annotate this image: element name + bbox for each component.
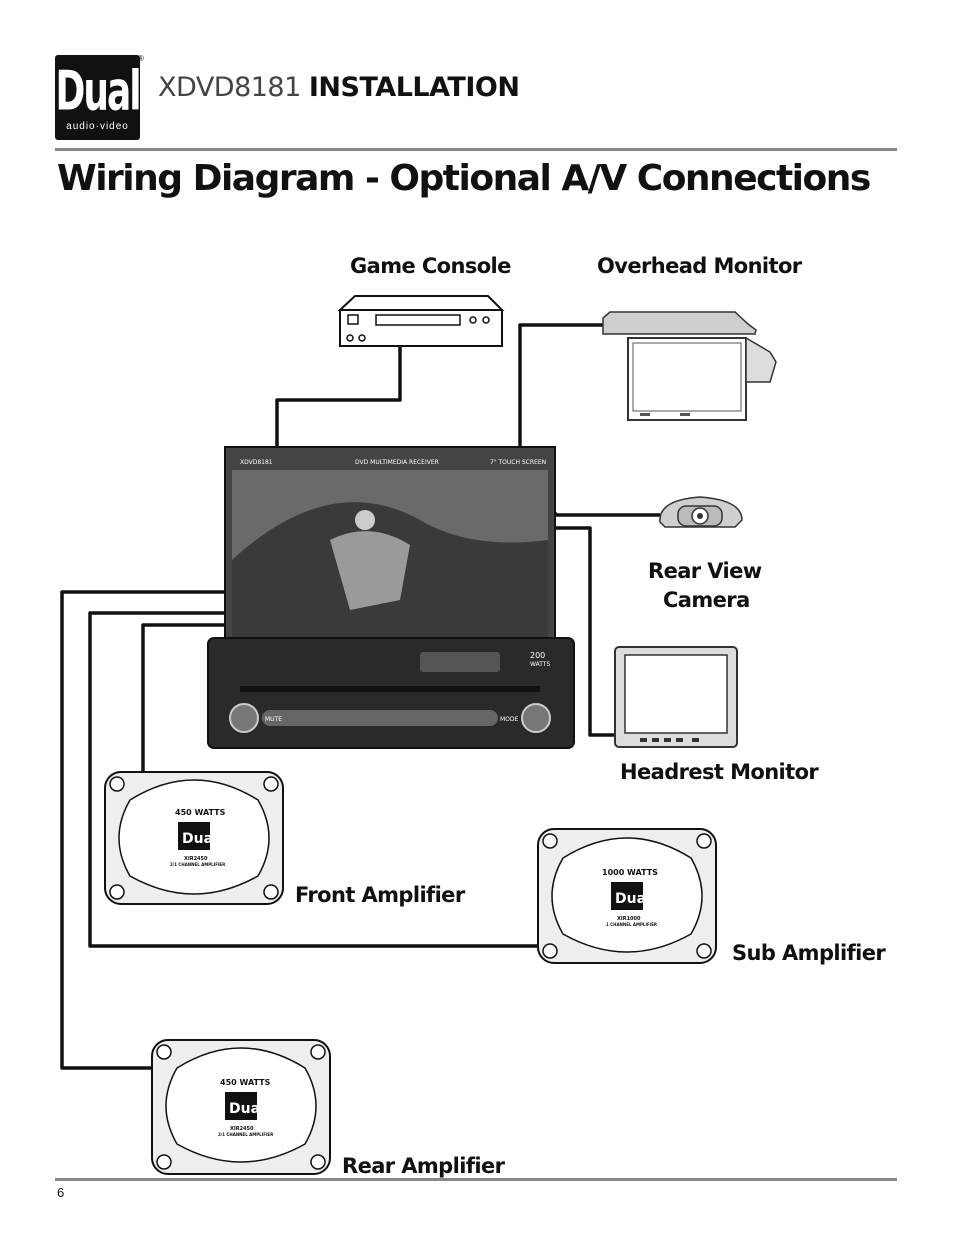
wire-rear-camera [553, 512, 660, 517]
registered-mark: ® [138, 54, 144, 63]
head-unit-mode: MODE [500, 716, 519, 723]
front-amp-logo: Dual [182, 831, 218, 847]
logo-subtext: audio·video [66, 121, 129, 132]
wire-sub-amplifier [88, 611, 540, 948]
label-rear-view-camera-line1: Rear View [648, 559, 762, 583]
rear-amplifier-device: 450 WATTS Dual XIR2450 2/1 CHANNEL AMPLI… [151, 1039, 331, 1175]
sub-amp-model: XIR1000 [617, 916, 641, 922]
label-rear-amplifier: Rear Amplifier [342, 1154, 506, 1178]
page-title: Wiring Diagram - Optional A/V Connection… [57, 158, 871, 199]
head-unit-mute: MUTE [265, 716, 282, 723]
label-overhead-monitor: Overhead Monitor [597, 254, 803, 278]
rear-amp-model: XIR2450 [230, 1126, 254, 1132]
wire-rear-amplifier [60, 590, 225, 1070]
front-amp-desc: 2/1 CHANNEL AMPLIFIER [170, 862, 225, 867]
head-unit-model-tag: XDVD8181 [240, 459, 273, 466]
footer-rule [55, 1178, 897, 1181]
head-unit-device: XDVD8181 DVD MULTIMEDIA RECEIVER 7" TOUC… [207, 446, 575, 749]
wire-game-console [275, 345, 402, 447]
headrest-monitor-device [614, 646, 738, 748]
label-rear-view-camera-line2: Camera [663, 588, 750, 612]
header-rule [55, 148, 897, 151]
label-headrest-monitor: Headrest Monitor [620, 760, 819, 784]
label-front-amplifier: Front Amplifier [295, 883, 466, 907]
front-amp-model: XIR2450 [184, 856, 208, 862]
head-unit-screen: 7" TOUCH SCREEN [490, 459, 546, 466]
header-title: XDVD8181 INSTALLATION [158, 72, 520, 103]
rear-camera-device [659, 496, 743, 528]
wire-overhead-monitor [518, 323, 603, 447]
front-amplifier-device: 450 WATTS Dual XIR2450 2/1 CHANNEL AMPLI… [104, 771, 284, 905]
wire-headrest-monitor [555, 526, 615, 737]
overhead-monitor-device [602, 311, 777, 421]
wire-front-amplifier [141, 623, 225, 772]
front-amp-watts: 450 WATTS [175, 808, 226, 817]
head-unit-type: DVD MULTIMEDIA RECEIVER [355, 459, 439, 466]
rear-amp-desc: 2/1 CHANNEL AMPLIFIER [218, 1132, 273, 1137]
dual-logo: Dual audio·video [55, 55, 142, 140]
sub-amp-desc: 1 CHANNEL AMPLIFIER [606, 922, 657, 927]
header-model: XDVD8181 [158, 72, 301, 103]
sub-amplifier-device: 1000 WATTS Dual XIR1000 1 CHANNEL AMPLIF… [537, 828, 717, 964]
label-sub-amplifier: Sub Amplifier [732, 941, 886, 965]
rear-amp-logo: Dual [229, 1101, 265, 1117]
rear-amp-watts: 450 WATTS [220, 1078, 271, 1087]
header-section: INSTALLATION [308, 72, 520, 103]
logo-wordmark: Dual [55, 61, 141, 124]
game-console-device [337, 295, 505, 347]
head-unit-power: 200 [530, 651, 545, 660]
sub-amp-watts: 1000 WATTS [602, 868, 658, 877]
head-unit-power-unit: WATTS [530, 661, 550, 668]
label-game-console: Game Console [350, 254, 511, 278]
sub-amp-logo: Dual [615, 891, 651, 907]
page-number: 6 [57, 1185, 65, 1200]
